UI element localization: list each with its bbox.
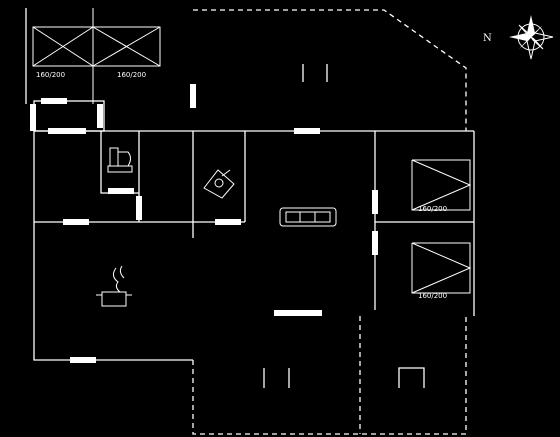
door <box>63 219 89 225</box>
door <box>372 231 378 255</box>
bed-icon: 160/200 <box>411 159 472 213</box>
cooking-pot-icon <box>96 265 132 307</box>
openings <box>30 84 378 363</box>
door <box>97 104 103 128</box>
window <box>70 357 96 363</box>
bed-size-label: 160/200 <box>418 205 447 213</box>
door <box>215 219 241 225</box>
bed-icon: 160/200 <box>411 242 472 300</box>
compass-rose-icon <box>509 15 554 60</box>
window <box>48 128 86 134</box>
house-walls <box>33 130 475 361</box>
bed-size-label: 160/200 <box>117 71 146 79</box>
entry-porch <box>33 100 105 132</box>
window <box>190 84 196 108</box>
terrace-beds: 160/200 160/200 <box>32 8 161 104</box>
toilet-icon <box>107 147 133 173</box>
door <box>30 104 36 131</box>
door <box>372 190 378 214</box>
posts <box>263 64 425 388</box>
door <box>108 188 134 194</box>
north-label: N <box>483 33 492 44</box>
sofa-icon <box>279 207 337 227</box>
sink-icon <box>203 169 235 199</box>
window <box>274 310 322 316</box>
terrace-bed-frame <box>32 26 161 67</box>
window <box>41 98 67 104</box>
outdoor-boundary <box>192 9 467 435</box>
window <box>294 128 320 134</box>
bed-size-label: 160/200 <box>36 71 65 79</box>
bed-size-label: 160/200 <box>418 292 447 300</box>
door <box>136 196 142 220</box>
